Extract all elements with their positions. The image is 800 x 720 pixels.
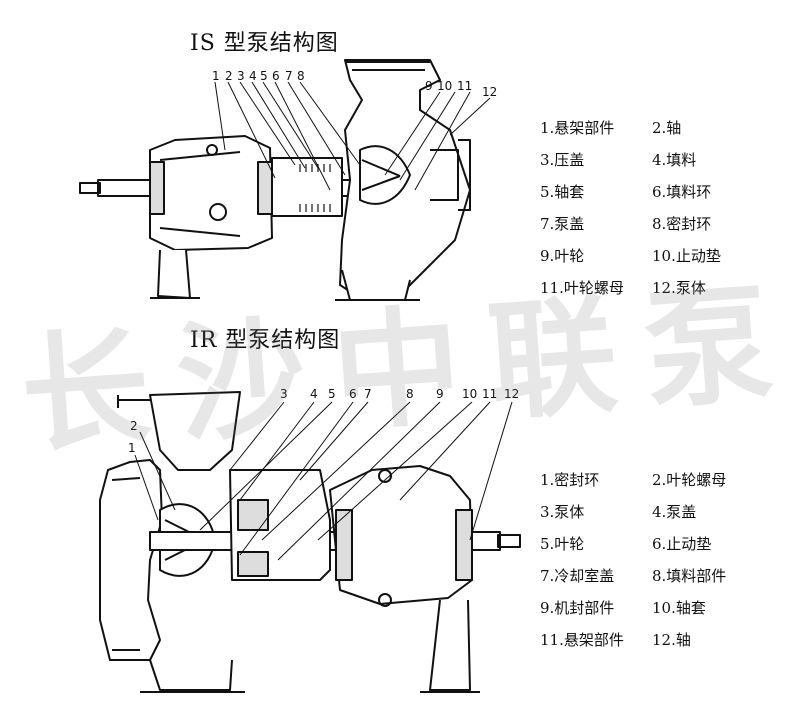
is-callout-1: 1 <box>212 69 220 83</box>
ir-callout-2: 2 <box>130 419 138 433</box>
ir-callout-numbers: 1 2 3 4 5 6 7 8 9 10 11 12 <box>128 387 519 455</box>
ir-callout-9: 9 <box>436 387 444 401</box>
is-legend-item: 1.悬架部件 <box>540 119 615 137</box>
is-callout-9: 9 <box>425 79 433 93</box>
ir-callout-3: 3 <box>280 387 288 401</box>
is-callout-numbers: 1 2 3 4 5 6 7 8 9 10 11 12 <box>212 69 497 99</box>
is-leader-lines <box>214 81 491 191</box>
ir-callout-7: 7 <box>364 387 372 401</box>
ir-legend-item: 9.机封部件 <box>540 599 615 617</box>
is-callout-11: 11 <box>457 79 472 93</box>
is-legend-item: 2.轴 <box>652 119 682 137</box>
is-callout-4: 4 <box>249 69 257 83</box>
is-legend-item: 9.叶轮 <box>540 247 585 265</box>
ir-legend-item: 4.泵盖 <box>652 503 697 521</box>
is-legend-item: 5.轴套 <box>540 183 585 201</box>
is-legend-item: 6.填料环 <box>652 183 712 201</box>
is-legend-item: 12.泵体 <box>652 279 706 297</box>
is-callout-8: 8 <box>297 69 305 83</box>
is-callout-7: 7 <box>285 69 293 83</box>
ir-parts-legend: 1.密封环 2.叶轮螺母 3.泵体 4.泵盖 5.叶轮 6.止动垫 7.冷却室盖 8.填… <box>540 464 762 656</box>
is-callout-6: 6 <box>272 69 280 83</box>
ir-callout-8: 8 <box>406 387 414 401</box>
ir-callout-4: 4 <box>310 387 318 401</box>
ir-callout-5: 5 <box>328 387 336 401</box>
is-legend-item: 4.填料 <box>652 151 697 169</box>
ir-legend-item: 10.轴套 <box>652 599 706 617</box>
ir-legend-item: 12.轴 <box>652 631 691 649</box>
ir-legend-item: 7.冷却室盖 <box>540 567 615 585</box>
ir-callout-1: 1 <box>128 441 136 455</box>
is-diagram-title: IS 型泵结构图 <box>190 31 339 56</box>
is-legend-item: 7.泵盖 <box>540 215 585 233</box>
ir-legend-item: 6.止动垫 <box>652 535 712 553</box>
is-legend-item: 8.密封环 <box>652 215 712 233</box>
is-pump-drawing <box>79 59 491 301</box>
is-callout-2: 2 <box>225 69 233 83</box>
ir-legend-item: 2.叶轮螺母 <box>652 471 727 489</box>
ir-legend-item: 1.密封环 <box>540 471 600 489</box>
ir-legend-item: 8.填料部件 <box>652 567 727 585</box>
ir-diagram-title: IR 型泵结构图 <box>190 328 341 353</box>
ir-legend-item: 3.泵体 <box>540 503 585 521</box>
is-legend-item: 11.叶轮螺母 <box>540 279 624 297</box>
ir-callout-11: 11 <box>482 387 497 401</box>
is-callout-5: 5 <box>260 69 268 83</box>
is-parts-legend: 1.悬架部件 2.轴 3.压盖 4.填料 5.轴套 6.填料环 7.泵盖 8.密封环 9… <box>540 112 762 304</box>
is-callout-3: 3 <box>237 69 245 83</box>
is-legend-item: 3.压盖 <box>540 151 585 169</box>
ir-legend-item: 11.悬架部件 <box>540 631 624 649</box>
ir-callout-12: 12 <box>504 387 519 401</box>
is-callout-10: 10 <box>437 79 452 93</box>
ir-callout-6: 6 <box>349 387 357 401</box>
ir-callout-10: 10 <box>462 387 477 401</box>
is-legend-item: 10.止动垫 <box>652 247 721 265</box>
ir-legend-item: 5.叶轮 <box>540 535 585 553</box>
is-callout-12: 12 <box>482 85 497 99</box>
ir-leader-lines <box>134 401 513 561</box>
ir-pump-drawing <box>99 391 521 693</box>
